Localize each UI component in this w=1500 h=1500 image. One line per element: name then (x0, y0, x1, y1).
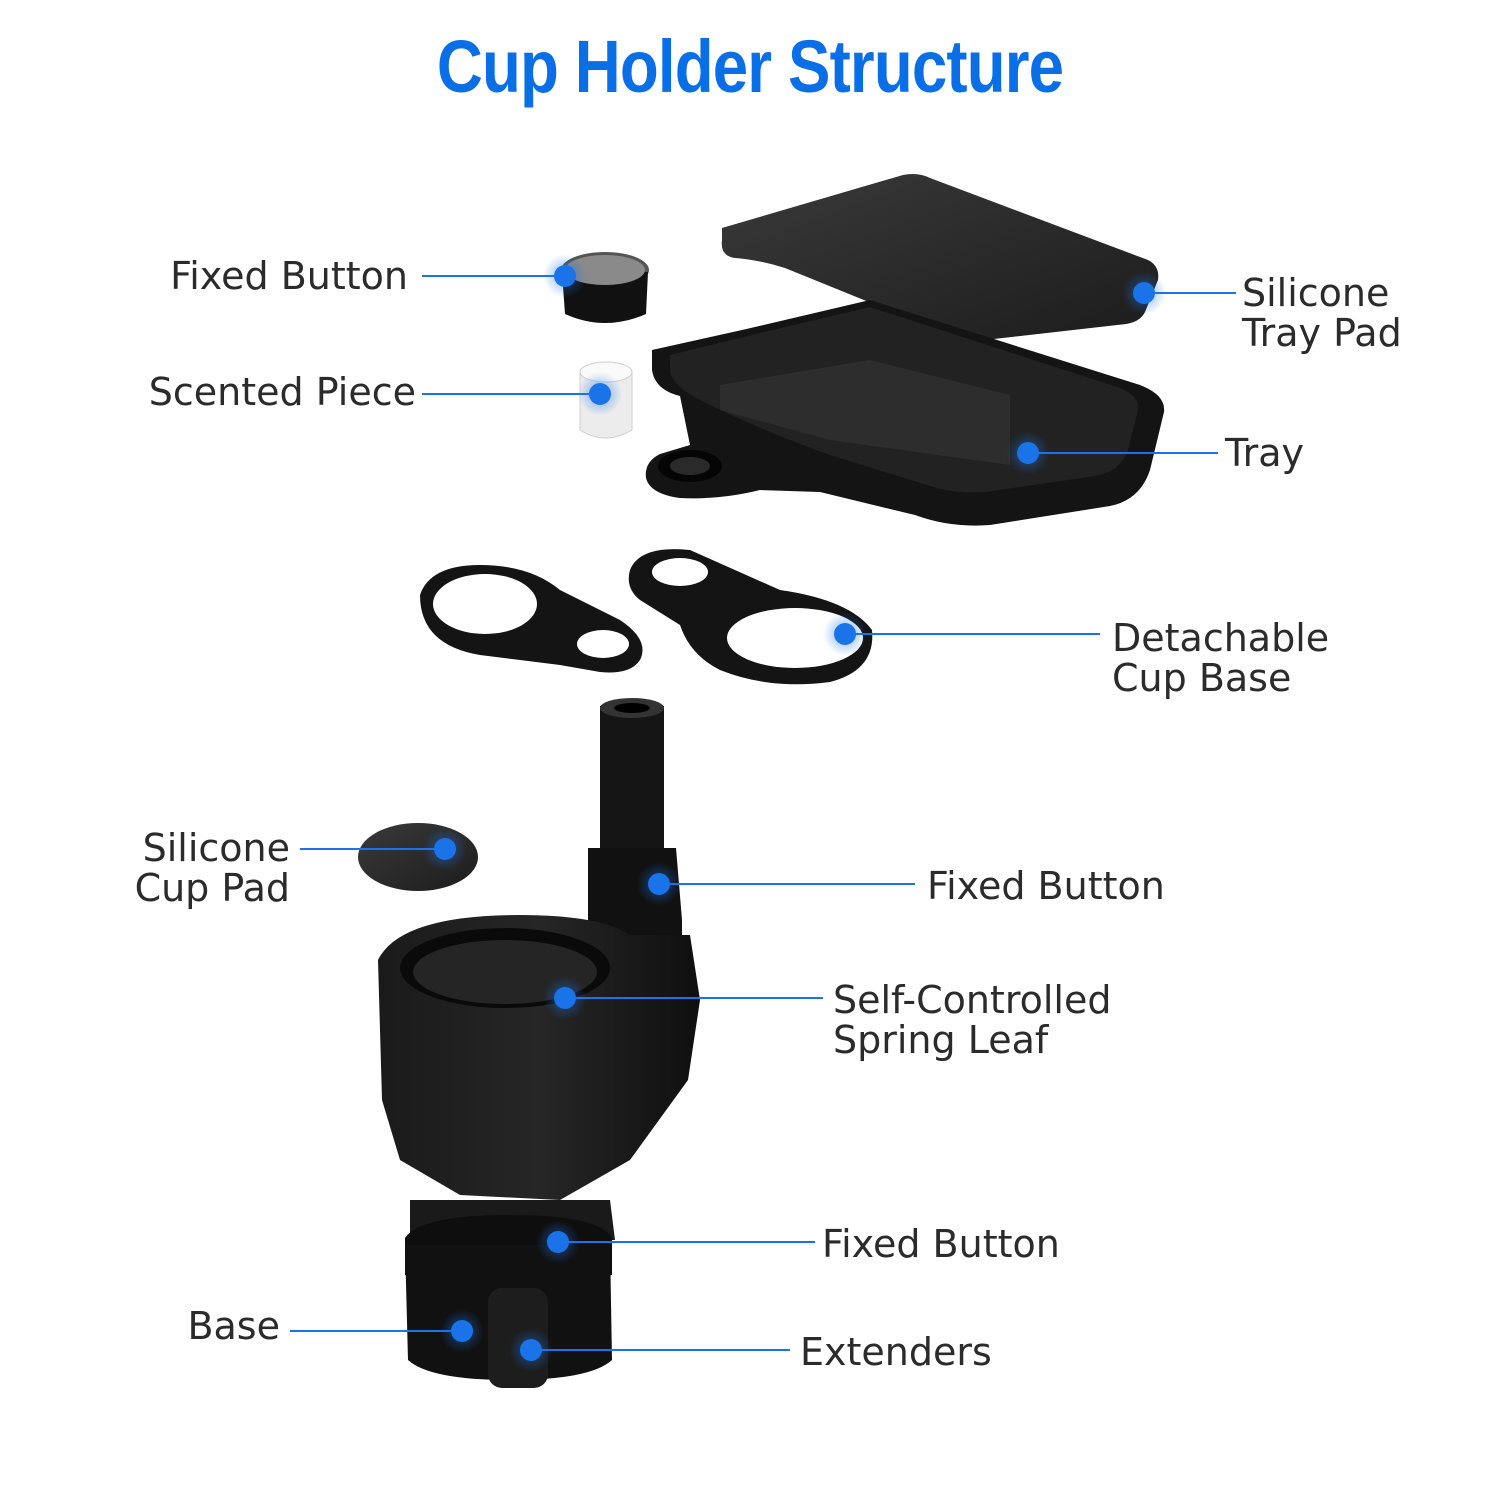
callout-lines (290, 275, 1236, 1351)
diagram-title: Cup Holder Structure (436, 25, 1064, 108)
label-base: Base (187, 1304, 280, 1348)
callout-dot (578, 372, 622, 416)
callout-dot (1122, 271, 1166, 315)
label-line: Cup Pad (134, 866, 290, 910)
label-line: Self-Controlled (833, 978, 1112, 1022)
label-extenders: Extenders (800, 1330, 992, 1374)
callout-dot (543, 254, 587, 298)
label-line: Cup Base (1112, 656, 1292, 700)
callout-dot (823, 612, 867, 656)
label-fixed-button-mid: Fixed Button (927, 864, 1165, 908)
label-silicone-cup-pad: Silicone Cup Pad (60, 828, 290, 908)
label-fixed-button-top: Fixed Button (170, 254, 408, 298)
detachable-cup-base-part (420, 549, 873, 685)
callout-dot (509, 1328, 553, 1372)
label-line: Spring Leaf (833, 1018, 1049, 1062)
label-line: Silicone (1242, 271, 1390, 315)
callout-dot (637, 862, 681, 906)
label-line: Detachable (1112, 616, 1330, 660)
label-line: Silicone (142, 826, 290, 870)
label-scented-piece: Scented Piece (148, 370, 416, 414)
label-tray: Tray (1225, 431, 1305, 475)
silicone-tray-pad-part (721, 174, 1159, 341)
label-detachable-cup-base: Detachable Cup Base (1112, 618, 1329, 698)
tray-part (645, 300, 1165, 526)
label-spring-leaf: Self-Controlled Spring Leaf (833, 980, 1112, 1060)
label-silicone-tray-pad: Silicone Tray Pad (1242, 273, 1402, 353)
callout-dot (536, 1220, 580, 1264)
label-fixed-button-bottom: Fixed Button (822, 1222, 1060, 1266)
callout-dot (543, 976, 587, 1020)
label-line: Tray Pad (1242, 311, 1402, 355)
callout-dot (1006, 431, 1050, 475)
callout-dot (423, 827, 467, 871)
holder-body-part (378, 698, 700, 1388)
callout-dots (423, 254, 1166, 1372)
callout-dot (440, 1309, 484, 1353)
